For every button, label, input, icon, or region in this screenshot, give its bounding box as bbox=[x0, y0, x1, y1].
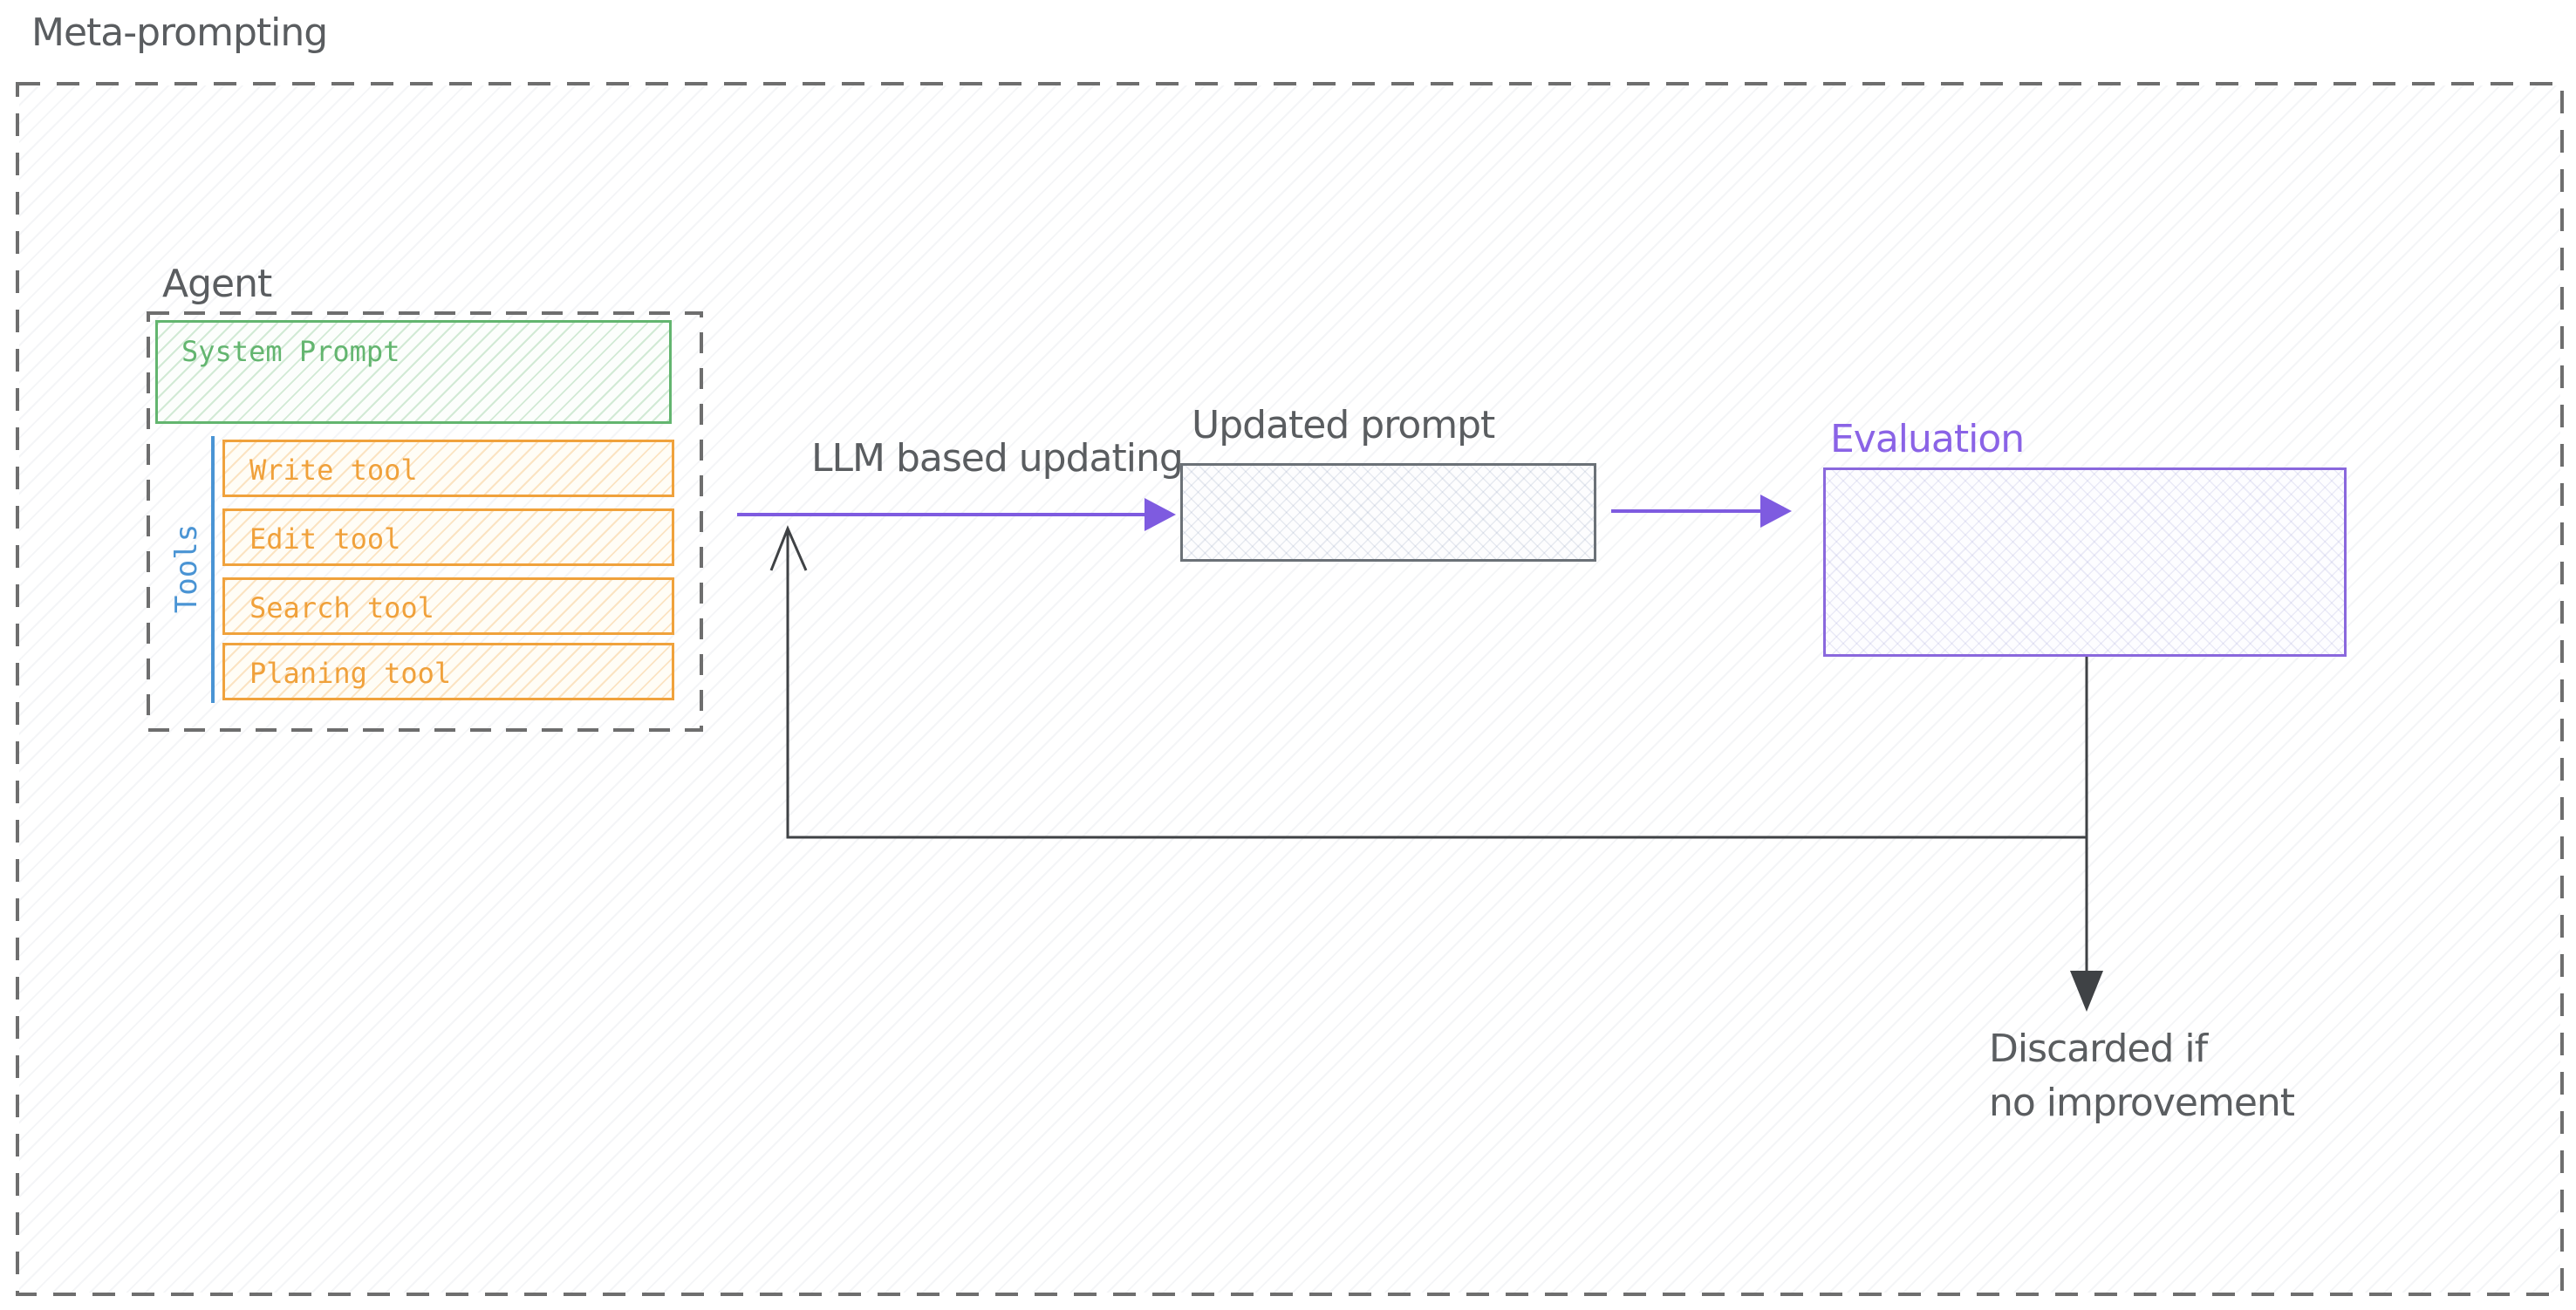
tool-box-edit: Edit tool bbox=[222, 508, 674, 566]
tool-label-search: Search tool bbox=[249, 591, 434, 624]
evaluation-label: Evaluation bbox=[1830, 417, 2025, 461]
tool-label-edit: Edit tool bbox=[249, 522, 401, 556]
diagram-title: Meta-prompting bbox=[31, 10, 328, 55]
system-prompt-label: System Prompt bbox=[181, 335, 400, 368]
tool-label-planing: Planing tool bbox=[249, 657, 452, 690]
discard-note-line1: Discarded if bbox=[1989, 1027, 2208, 1071]
evaluation-box bbox=[1823, 467, 2347, 657]
tool-box-write: Write tool bbox=[222, 440, 674, 497]
tool-box-search: Search tool bbox=[222, 577, 674, 635]
updated-prompt-box bbox=[1180, 463, 1596, 562]
tool-label-write: Write tool bbox=[249, 454, 418, 487]
llm-updating-label: LLM based updating bbox=[811, 436, 1184, 481]
tool-box-planing: Planing tool bbox=[222, 643, 674, 700]
system-prompt-box: System Prompt bbox=[155, 320, 672, 424]
updated-prompt-label: Updated prompt bbox=[1192, 403, 1495, 447]
agent-label: Agent bbox=[162, 262, 272, 306]
discard-note: Discarded if no improvement bbox=[1989, 1022, 2295, 1131]
tools-label: Tools bbox=[169, 523, 204, 614]
discard-note-line2: no improvement bbox=[1989, 1081, 2295, 1126]
